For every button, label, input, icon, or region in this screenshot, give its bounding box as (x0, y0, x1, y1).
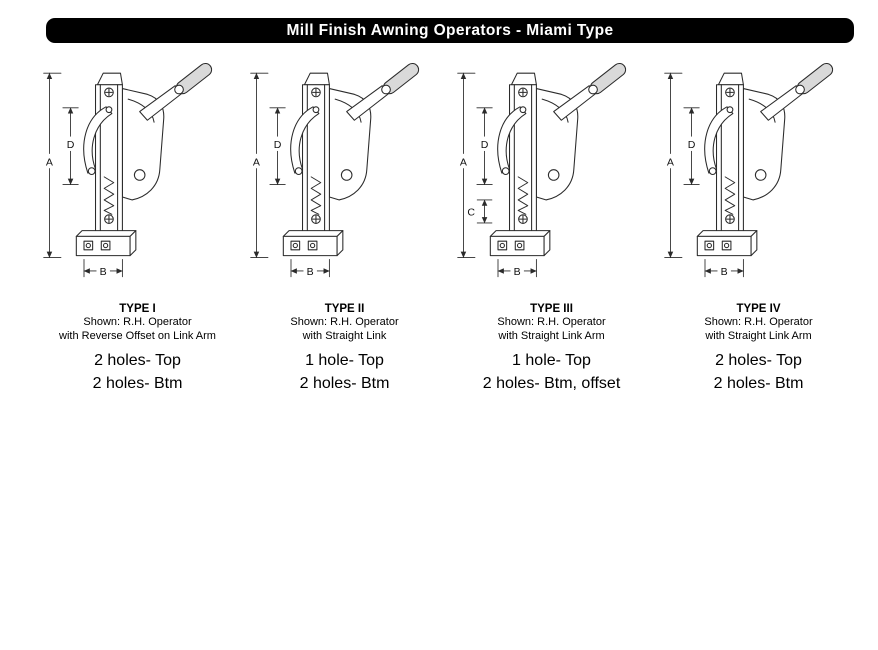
holes-top: 2 holes- Top (715, 352, 802, 369)
type-name: TYPE II (324, 303, 365, 315)
operator-drawing-type-i (36, 56, 228, 292)
type-column-1: TYPE I Shown: R.H. Operator with Reverse… (34, 56, 241, 395)
type-column-4: TYPE IV Shown: R.H. Operator with Straig… (655, 56, 862, 395)
dim-c: C (467, 199, 493, 224)
page-title: Mill Finish Awning Operators - Miami Typ… (286, 21, 614, 39)
type-name: TYPE III (530, 303, 573, 315)
operator-drawing-type-ii (243, 56, 435, 292)
holes-block: 1 hole- Top 2 holes- Btm, offset (483, 349, 621, 395)
link-style-line: with Reverse Offset on Link Arm (59, 329, 216, 342)
operator-drawing-type-iv (657, 56, 849, 292)
holes-bottom: 2 holes- Btm, offset (482, 375, 621, 392)
holes-block: 2 holes- Top 2 holes- Btm (93, 349, 183, 395)
type-column-3: C TYPE III Shown: R.H. Operator with Str… (448, 56, 655, 395)
holes-block: 2 holes- Top 2 holes- Btm (714, 349, 804, 395)
link-style-line: with Straight Link (302, 329, 387, 342)
shown-line: Shown: R.H. Operator (497, 316, 606, 328)
shown-line: Shown: R.H. Operator (704, 316, 813, 328)
link-style-line: with Straight Link Arm (498, 329, 605, 342)
type-columns: TYPE I Shown: R.H. Operator with Reverse… (34, 56, 862, 395)
shown-line: Shown: R.H. Operator (83, 316, 192, 328)
dim-label-c: C (467, 206, 475, 218)
shown-line: Shown: R.H. Operator (290, 316, 399, 328)
type-name: TYPE IV (736, 303, 781, 315)
type-column-2: TYPE II Shown: R.H. Operator with Straig… (241, 56, 448, 395)
operator-drawing-type-iii: C (450, 56, 642, 292)
holes-bottom: 2 holes- Btm (299, 375, 390, 392)
holes-bottom: 2 holes- Btm (713, 375, 804, 392)
holes-top: 2 holes- Top (94, 352, 181, 369)
link-style-line: with Straight Link Arm (705, 329, 812, 342)
holes-bottom: 2 holes- Btm (92, 375, 183, 392)
type-name: TYPE I (119, 303, 156, 315)
holes-top: 1 hole- Top (512, 352, 591, 369)
holes-top: 1 hole- Top (305, 352, 384, 369)
header-bar: Mill Finish Awning Operators - Miami Typ… (46, 18, 854, 43)
holes-block: 1 hole- Top 2 holes- Btm (300, 349, 390, 395)
